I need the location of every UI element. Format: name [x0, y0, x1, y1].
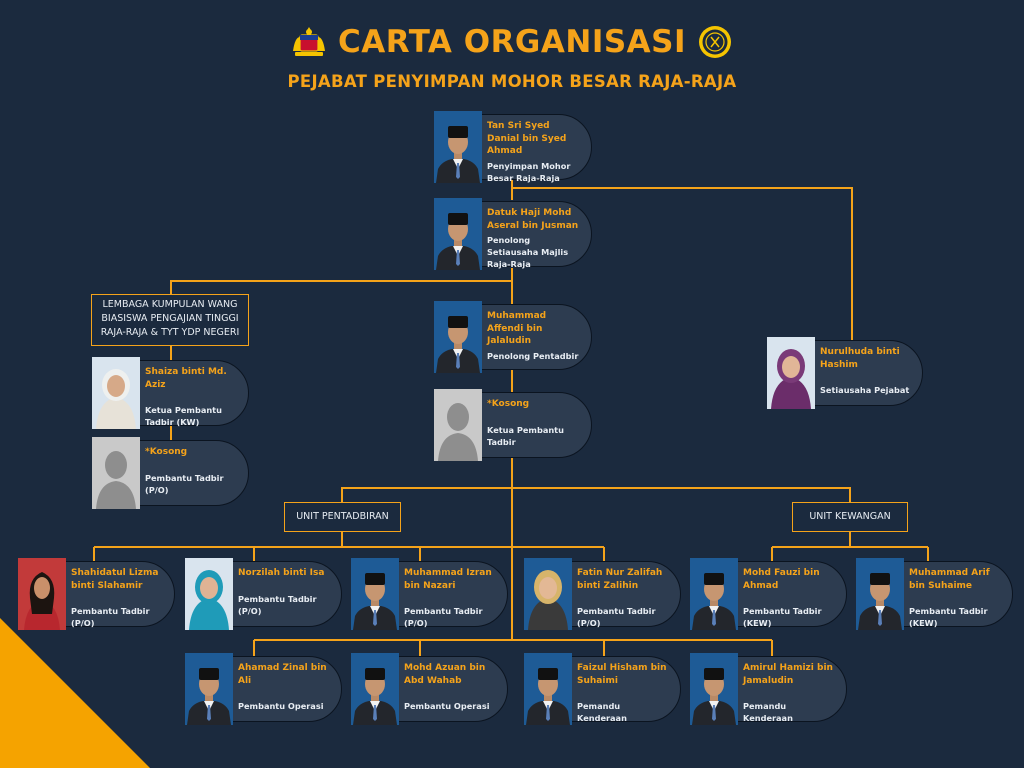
- person-position: Ketua Pembantu Tadbir: [487, 424, 564, 447]
- portrait-photo: [185, 653, 233, 725]
- person-name: Norzilah binti Isa: [238, 568, 325, 578]
- person-name: Muhammad Affendi bin Jalaludin: [487, 311, 547, 346]
- portrait-photo: [92, 357, 140, 429]
- portrait-photo: [351, 653, 399, 725]
- lembaga-label-box: LEMBAGA KUMPULAN WANG BIASISWA PENGAJIAN…: [91, 294, 249, 346]
- person-position: Setiausaha Pejabat: [820, 385, 910, 395]
- portrait-photo: [767, 337, 815, 409]
- person-position: Pembantu Tadbir (KEW): [909, 606, 988, 628]
- person-position: Pemandu Kenderaan: [577, 701, 627, 723]
- corner-decoration: [0, 618, 150, 768]
- portrait-photo: [690, 653, 738, 725]
- person-name: Muhammad Arif bin Suhaime: [909, 568, 990, 591]
- person-position: Pembantu Operasi: [404, 701, 490, 711]
- person-name: Datuk Haji Mohd Aseral bin Jusman: [487, 208, 579, 231]
- page-subtitle: PEJABAT PENYIMPAN MOHOR BESAR RAJA-RAJA: [287, 72, 737, 91]
- person-position: Pembantu Tadbir (P/O): [238, 593, 317, 616]
- person-name: *Kosong: [487, 399, 530, 409]
- person-position: Pembantu Tadbir (P/O): [71, 606, 150, 628]
- person-position: Pembantu Tadbir (P/O): [404, 606, 483, 628]
- page-title: CARTA ORGANISASI: [337, 24, 687, 60]
- person-name: Mohd Azuan bin Abd Wahab: [404, 663, 486, 686]
- person-position: Pembantu Tadbir (P/O): [145, 472, 224, 495]
- portrait-placeholder: [434, 389, 482, 461]
- person-position: Penyimpan Mohor Besar Raja-Raja: [487, 160, 571, 183]
- person-position: Pembantu Tadbir (P/O): [577, 606, 656, 628]
- person-name: Nurulhuda binti Hashim: [820, 347, 900, 370]
- portrait-photo: [18, 558, 66, 630]
- person-name: Shahidatul Lizma binti Slahamir: [71, 568, 159, 591]
- seal-emblem-icon: [695, 25, 735, 59]
- person-name: Ahamad Zinal bin Ali: [238, 663, 327, 686]
- person-name: Shaiza binti Md. Aziz: [145, 367, 227, 390]
- person-position: Ketua Pembantu Tadbir (KW): [145, 405, 222, 427]
- portrait-photo: [351, 558, 399, 630]
- portrait-photo: [434, 111, 482, 183]
- person-position: Penolong Pentadbir: [487, 350, 579, 361]
- portrait-photo: [434, 198, 482, 270]
- portrait-photo: [856, 558, 904, 630]
- portrait-photo: [524, 558, 572, 630]
- person-name: *Kosong: [145, 447, 188, 457]
- person-name: Mohd Fauzi bin Ahmad: [743, 568, 820, 591]
- person-name: Faizul Hisham bin Suhaimi: [577, 663, 667, 686]
- person-position: Pembantu Tadbir (KEW): [743, 606, 822, 628]
- portrait-photo: [185, 558, 233, 630]
- unit-kewangan-box: UNIT KEWANGAN: [792, 502, 908, 532]
- person-name: Muhammad Izran bin Nazari: [404, 568, 492, 591]
- malaysia-coat-of-arms-icon: [289, 25, 329, 59]
- person-position: Pemandu Kenderaan: [743, 701, 793, 723]
- portrait-photo: [524, 653, 572, 725]
- header: CARTA ORGANISASI PEJABAT PENYIMPAN MOHOR…: [0, 24, 1024, 91]
- unit-pentadbiran-box: UNIT PENTADBIRAN: [284, 502, 401, 532]
- person-position: Penolong Setiausaha Majlis Raja-Raja: [487, 235, 569, 269]
- person-name: Tan Sri Syed Danial bin Syed Ahmad: [487, 121, 567, 156]
- portrait-photo: [434, 301, 482, 373]
- portrait-photo: [690, 558, 738, 630]
- person-position: Pembantu Operasi: [238, 701, 324, 711]
- person-name: Fatin Nur Zalifah binti Zalihin: [577, 568, 663, 591]
- portrait-placeholder: [92, 437, 140, 509]
- person-name: Amirul Hamizi bin Jamaludin: [743, 663, 833, 686]
